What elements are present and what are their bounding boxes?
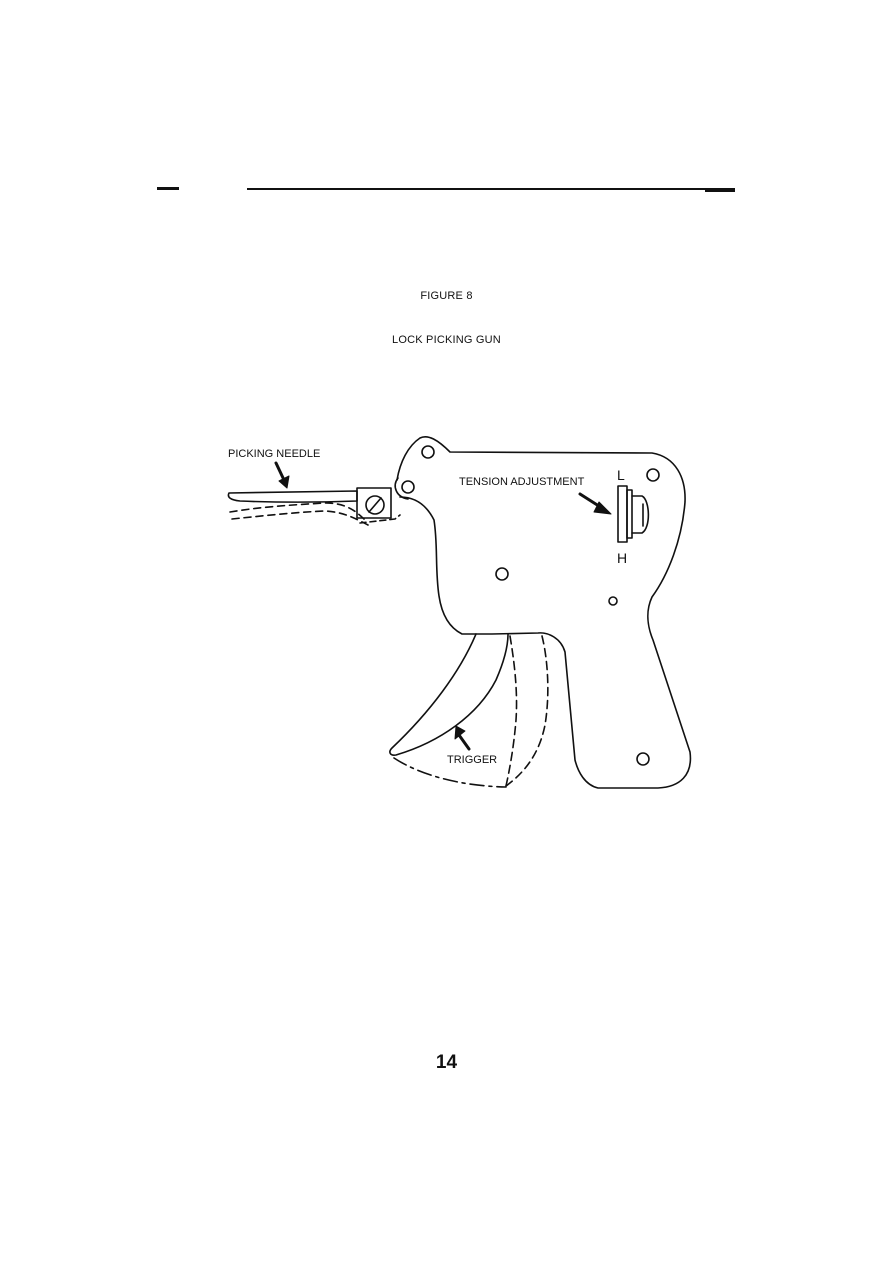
body-hole bbox=[495, 567, 509, 581]
tension-wheel-edge bbox=[626, 489, 633, 539]
gun-body-outline bbox=[396, 436, 692, 789]
picking-needle-arrow-icon bbox=[274, 461, 290, 489]
low-marker-label: L bbox=[617, 467, 625, 483]
needle-deflected-dashed bbox=[229, 502, 366, 521]
clamp-screw-slot bbox=[368, 497, 382, 513]
clamp-bracket-dashed bbox=[359, 514, 401, 524]
page-number: 14 bbox=[435, 1052, 458, 1073]
trigger-label: TRIGGER bbox=[447, 754, 497, 766]
needle-deflected-dashed-2 bbox=[231, 510, 369, 526]
tension-adjustment-arrow-icon bbox=[578, 492, 612, 515]
clamp-screw-icon bbox=[365, 495, 385, 515]
header-rule-end bbox=[705, 188, 735, 192]
body-hole bbox=[421, 445, 435, 459]
picking-needle bbox=[227, 490, 358, 503]
high-marker-label: H bbox=[617, 550, 627, 566]
body-hole bbox=[646, 468, 660, 482]
tension-wheel-plate bbox=[617, 485, 628, 543]
tension-knob bbox=[631, 495, 650, 534]
trigger bbox=[389, 633, 509, 756]
needle-clamp-block bbox=[356, 487, 392, 519]
tension-adjustment-label: TENSION ADJUSTMENT bbox=[459, 476, 585, 488]
trigger-swing-dashed-2 bbox=[505, 635, 549, 787]
header-rule bbox=[247, 188, 707, 190]
trigger-arc-dashdot bbox=[393, 757, 507, 788]
trigger-swing-dashed bbox=[505, 635, 518, 787]
figure-title: LOCK PICKING GUN bbox=[392, 334, 501, 346]
figure-number: FIGURE 8 bbox=[420, 290, 473, 302]
body-hole bbox=[401, 480, 415, 494]
trigger-arrow-icon bbox=[454, 725, 471, 751]
picking-needle-label: PICKING NEEDLE bbox=[228, 448, 320, 460]
header-rule-short bbox=[157, 187, 179, 190]
needle-pivot-arc bbox=[394, 477, 409, 500]
body-hole bbox=[636, 752, 650, 766]
body-hole-small bbox=[608, 596, 618, 606]
